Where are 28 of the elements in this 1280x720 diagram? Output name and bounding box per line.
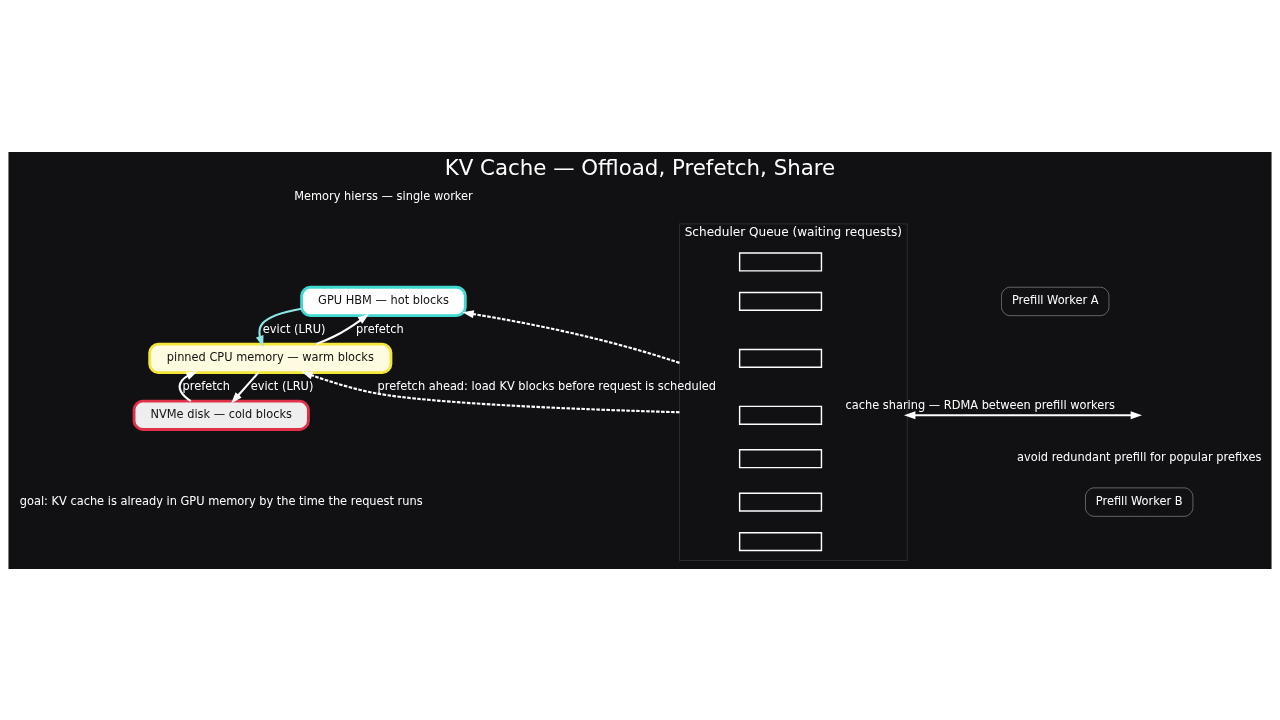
arrow <box>178 370 198 402</box>
node-box <box>738 291 823 311</box>
node-box: GPU HBM — hot blocks <box>300 285 467 317</box>
arrow <box>255 307 302 347</box>
node-box <box>738 251 823 272</box>
caption: goal: KV cache is already in GPU memory by the time the request runs <box>19 493 423 508</box>
label: avoid redundant prefill for popular prefixes <box>1017 449 1262 464</box>
node-box <box>738 405 823 425</box>
edge-label: prefetch <box>182 378 231 393</box>
node-box <box>738 492 823 512</box>
arrow <box>301 371 680 413</box>
node-box <box>738 531 823 551</box>
arrow <box>462 309 680 364</box>
edge-label: evict (LRU) <box>262 321 326 336</box>
edge-label: prefetch ahead: load KV blocks before request is scheduled <box>377 378 717 393</box>
label: Memory hierss — single worker <box>294 188 473 203</box>
node-box: Prefill Worker A <box>1001 286 1110 316</box>
edge-label: prefetch <box>356 321 404 336</box>
node-box: NVMe disk — cold blocks <box>132 399 310 431</box>
node-box <box>738 448 823 468</box>
arrow <box>316 313 370 345</box>
edge-label: evict (LRU) <box>250 378 314 393</box>
node-box <box>738 348 823 368</box>
edge-label: cache sharing — RDMA between prefill workers <box>845 397 1115 412</box>
arrow <box>231 371 259 403</box>
diagram-title: KV Cache — Offload, Prefetch, Share <box>444 154 836 180</box>
node-box: pinned CPU memory — warm blocks <box>148 342 393 374</box>
node-box: Prefill Worker B <box>1085 487 1194 517</box>
